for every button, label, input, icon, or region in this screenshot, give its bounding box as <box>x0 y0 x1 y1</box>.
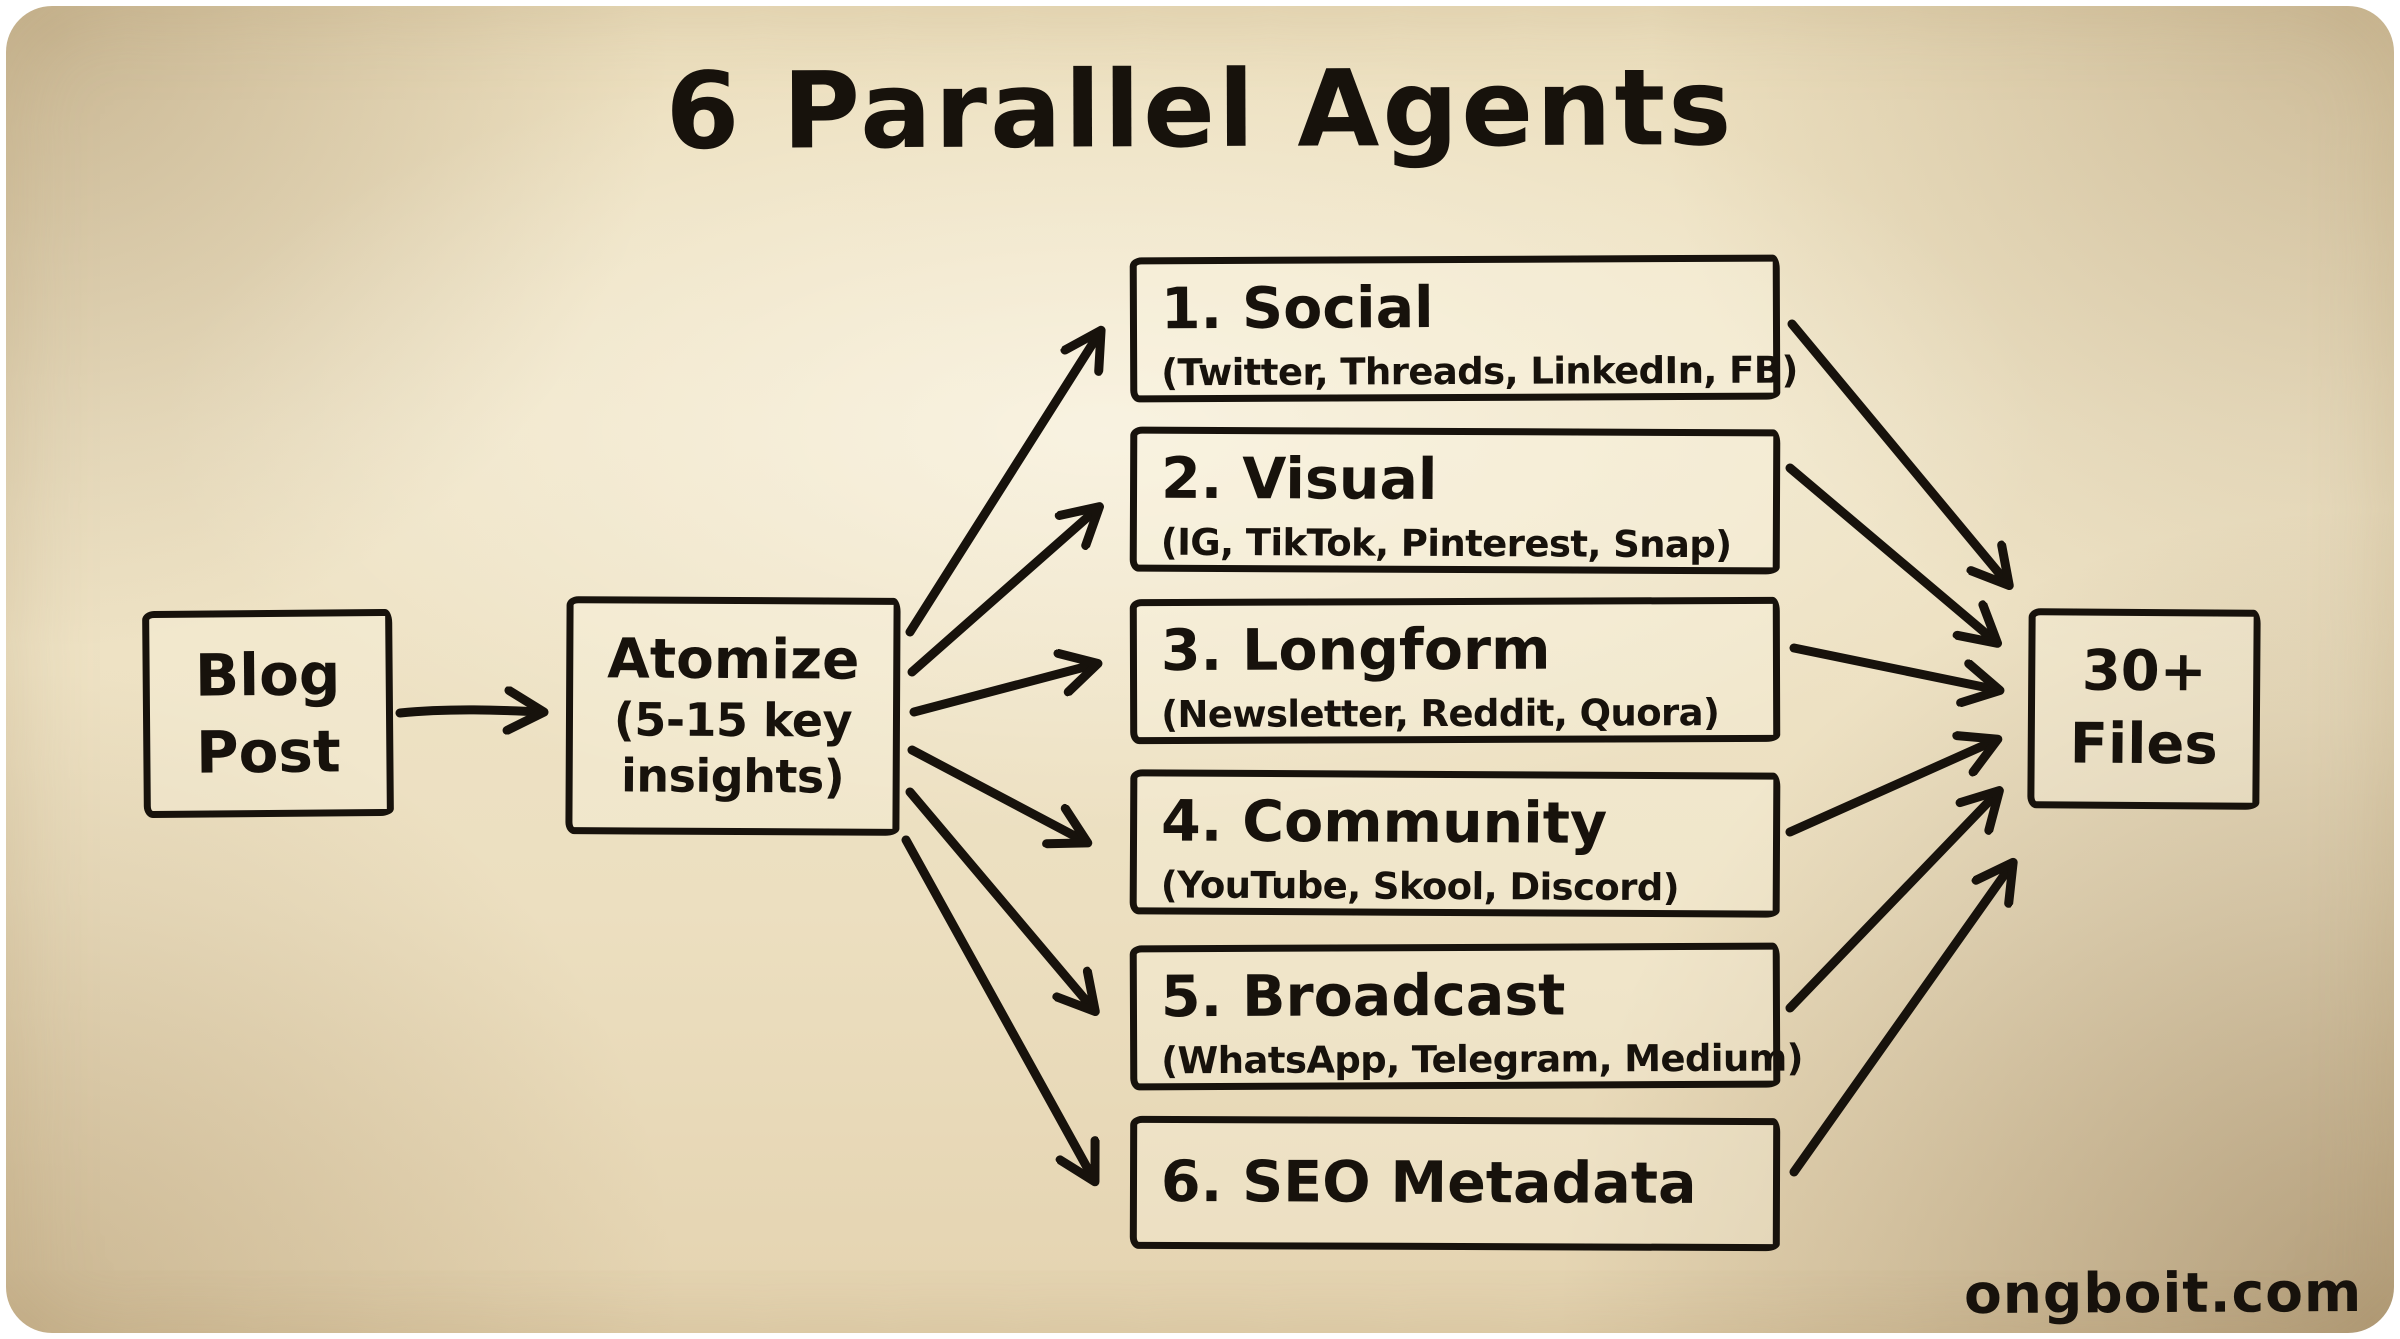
arrow-atomize-to-seo <box>901 835 1094 1180</box>
agent-label: 1. Social <box>1160 275 1434 343</box>
watermark-url: ongboit.com <box>1963 1259 2363 1327</box>
files-line1: 30+ <box>2081 638 2207 705</box>
agent-node-visual: 2. Visual (IG, TikTok, Pinterest, Snap) <box>1129 426 1781 575</box>
agent-node-community: 4. Community (YouTube, Skool, Discord) <box>1129 769 1781 918</box>
agent-label: 3. Longform <box>1160 616 1551 685</box>
atomize-subtext-line2: insights) <box>620 748 845 805</box>
arrow-atomize-to-social <box>905 332 1100 637</box>
arrow-atomize-to-visual <box>907 508 1098 677</box>
arrow-seo-to-files <box>1789 864 2012 1177</box>
agent-platforms: (Newsletter, Reddit, Quora) <box>1161 691 1720 737</box>
blog-post-node: Blog Post <box>142 608 394 819</box>
atomize-heading: Atomize <box>607 626 860 693</box>
arrow-blog-to-atomize <box>395 710 542 713</box>
agent-platforms: (WhatsApp, Telegram, Medium) <box>1161 1036 1804 1083</box>
agent-node-social: 1. Social (Twitter, Threads, LinkedIn, F… <box>1129 254 1798 403</box>
agent-label: 2. Visual <box>1160 445 1438 513</box>
agent-platforms: (Twitter, Threads, LinkedIn, FB) <box>1161 348 1798 395</box>
agent-label: 4. Community <box>1160 788 1608 857</box>
arrow-longform-to-files <box>1789 643 1998 690</box>
arrow-social-to-files <box>1787 319 2008 584</box>
files-line2: Files <box>2069 711 2218 778</box>
agent-label: 5. Broadcast <box>1160 962 1566 1031</box>
arrow-visual-to-files <box>1785 463 1996 642</box>
atomize-subtext-line1: (5-15 key <box>613 692 853 748</box>
agent-node-broadcast: 5. Broadcast (WhatsApp, Telegram, Medium… <box>1129 942 1804 1091</box>
arrow-community-to-files <box>1785 740 1996 837</box>
agent-label: 6. SEO Metadata <box>1160 1148 1697 1217</box>
agent-platforms: (IG, TikTok, Pinterest, Snap) <box>1160 520 1732 567</box>
output-files-node: 30+ Files <box>2027 608 2261 810</box>
agent-node-seo-metadata: 6. SEO Metadata <box>1129 1115 1781 1252</box>
diagram-title: 6 Parallel Agents <box>665 46 1735 173</box>
arrow-broadcast-to-files <box>1785 792 1998 1013</box>
arrow-atomize-to-broadcast <box>905 787 1094 1010</box>
arrow-atomize-to-community <box>907 745 1086 842</box>
agent-node-longform: 3. Longform (Newsletter, Reddit, Quora) <box>1129 596 1781 745</box>
blog-post-line2: Post <box>195 716 341 787</box>
agent-platforms: (YouTube, Skool, Discord) <box>1160 863 1680 910</box>
atomize-node: Atomize (5-15 key insights) <box>565 596 901 836</box>
arrow-atomize-to-longform <box>909 664 1096 717</box>
blog-post-line1: Blog <box>194 640 341 710</box>
